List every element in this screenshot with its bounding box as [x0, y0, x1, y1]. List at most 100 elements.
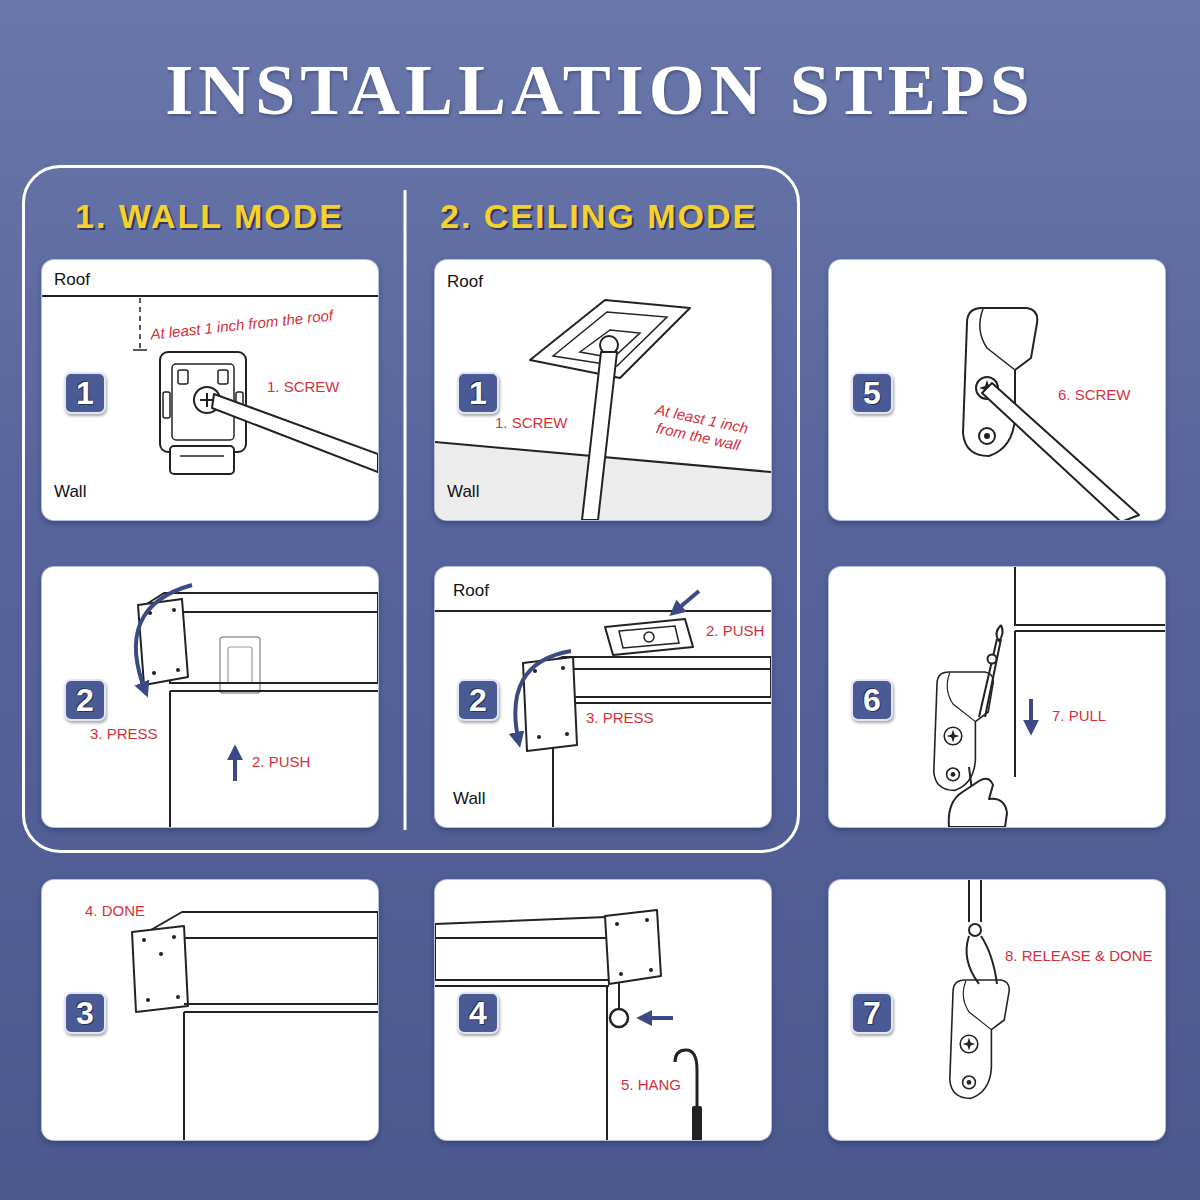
text-anchor: 5. HANG — [621, 1076, 681, 1094]
mode-heading: 2. CEILING MODE — [440, 196, 757, 237]
text-anchor: 2. PUSH — [706, 622, 764, 640]
illustration-part — [132, 926, 188, 1012]
illustration-part — [183, 1012, 185, 1140]
text-anchor: Roof — [453, 581, 489, 601]
illustration-part — [176, 668, 180, 672]
illustration-part — [982, 383, 1139, 520]
illustration-part — [180, 455, 224, 457]
page-title: INSTALLATION STEPS — [0, 48, 1200, 132]
surface-label: Roof — [447, 272, 483, 292]
text-anchor: 8. RELEASE & DONE — [1005, 947, 1153, 965]
text-anchor: Wall — [54, 482, 86, 502]
illustration-part — [618, 982, 620, 1008]
step-panel: 3. PRESS 2. PUSH 2 — [42, 567, 378, 827]
illustration-part — [220, 637, 260, 693]
step-number-badge: 2 — [64, 679, 106, 721]
illustration-part — [575, 697, 771, 703]
illustration-part — [552, 748, 554, 827]
step-number: 4 — [469, 997, 487, 1029]
mode-divider — [404, 190, 407, 830]
illustration-part — [233, 749, 237, 781]
illustration-part — [645, 918, 649, 922]
illustration-part — [42, 295, 378, 297]
instruction-label: 2. PUSH — [706, 622, 764, 640]
surface-label: Roof — [54, 270, 90, 290]
instruction-label: 1. SCREW — [495, 414, 568, 432]
text-anchor: Roof — [54, 270, 90, 290]
illustration-part — [133, 349, 147, 351]
illustration-part — [692, 1106, 702, 1140]
illustration-part — [537, 735, 541, 739]
title-anchor: INSTALLATION STEPS — [0, 48, 1200, 132]
illustration-part — [170, 612, 378, 683]
step-panel: Roof2. PUSH3. PRESSWall2 — [435, 567, 771, 827]
illustration-part — [142, 938, 146, 942]
illustration-part — [172, 935, 176, 939]
step-number-badge: 5 — [851, 372, 893, 414]
illustration-part — [178, 370, 188, 384]
text-anchor: 4. DONE — [85, 902, 145, 920]
instruction-label: 7. PULL — [1052, 707, 1106, 725]
text-anchor: 2. CEILING MODE — [440, 196, 757, 237]
step-number: 2 — [469, 684, 487, 716]
step-panel: 8. RELEASE & DONE 7 — [829, 880, 1165, 1140]
illustration-part — [176, 995, 180, 999]
illustration-part — [644, 632, 654, 642]
mode-frame: 1. WALL MODE2. CEILING MODE RoofAt least… — [22, 165, 800, 853]
step-number-badge: 6 — [851, 679, 893, 721]
text-anchor: 7. PULL — [1052, 707, 1106, 725]
step-panel: 7. PULL 6 — [829, 567, 1165, 827]
text-anchor: 6. SCREW — [1058, 386, 1131, 404]
step-number: 2 — [76, 684, 94, 716]
illustration-part — [152, 671, 156, 675]
instruction-label: 3. PRESS — [90, 725, 158, 743]
text-anchor: 1. SCREW — [495, 414, 568, 432]
step-panel: 4. DONE 3 — [42, 880, 378, 1140]
illustration-part — [619, 626, 679, 648]
illustration-part — [212, 394, 378, 472]
illustration-part — [988, 655, 997, 664]
instruction-label: 2. PUSH — [252, 753, 310, 771]
illustration-part — [996, 625, 1002, 641]
text-anchor: 1. SCREW — [267, 378, 340, 396]
step-panel: 6. SCREW 5 — [829, 260, 1165, 520]
step-panel: RoofAt least 1 inch from the roof1. SCRE… — [42, 260, 378, 520]
illustration-part — [1014, 631, 1016, 777]
text-anchor: 2. PUSH — [252, 753, 310, 771]
illustration-part — [1015, 630, 1165, 632]
illustration-part — [435, 916, 631, 938]
illustration-part — [169, 691, 171, 827]
step-panel: 5. HANG 4 — [435, 880, 771, 1140]
illustration-part — [136, 585, 192, 693]
illustration-part — [1029, 699, 1033, 731]
text-anchor: 3. PRESS — [90, 725, 158, 743]
illustration-part — [170, 683, 378, 691]
illustration-part — [610, 1009, 628, 1027]
illustration-part — [435, 938, 609, 980]
step-panel: Roof 1. SCREW At least 1 inch from the wal… — [435, 260, 771, 520]
surface-label: Roof — [453, 581, 489, 601]
surface-label: Wall — [453, 789, 485, 809]
illustration-part — [159, 952, 163, 956]
illustration-part — [435, 980, 609, 986]
text-anchor: Roof — [447, 272, 483, 292]
clearance-note: At least 1 inch from the wall — [638, 398, 763, 458]
instruction-label: 1. SCREW — [267, 378, 340, 396]
illustration-part — [582, 352, 617, 520]
illustration-part — [649, 968, 653, 972]
step-number: 6 — [863, 684, 881, 716]
step-number: 3 — [76, 997, 94, 1029]
surface-label: Wall — [447, 482, 479, 502]
step-number: 7 — [863, 997, 881, 1029]
illustration-part — [605, 910, 661, 984]
step-number: 1 — [469, 377, 487, 409]
instruction-label: 5. HANG — [621, 1076, 681, 1094]
illustration-part — [163, 392, 170, 418]
illustration-part — [435, 610, 771, 612]
illustration-part — [1015, 567, 1165, 625]
illustration-part — [139, 298, 141, 350]
illustration-part — [673, 591, 699, 613]
illustration-part — [561, 666, 565, 670]
illustration-part — [969, 880, 981, 922]
